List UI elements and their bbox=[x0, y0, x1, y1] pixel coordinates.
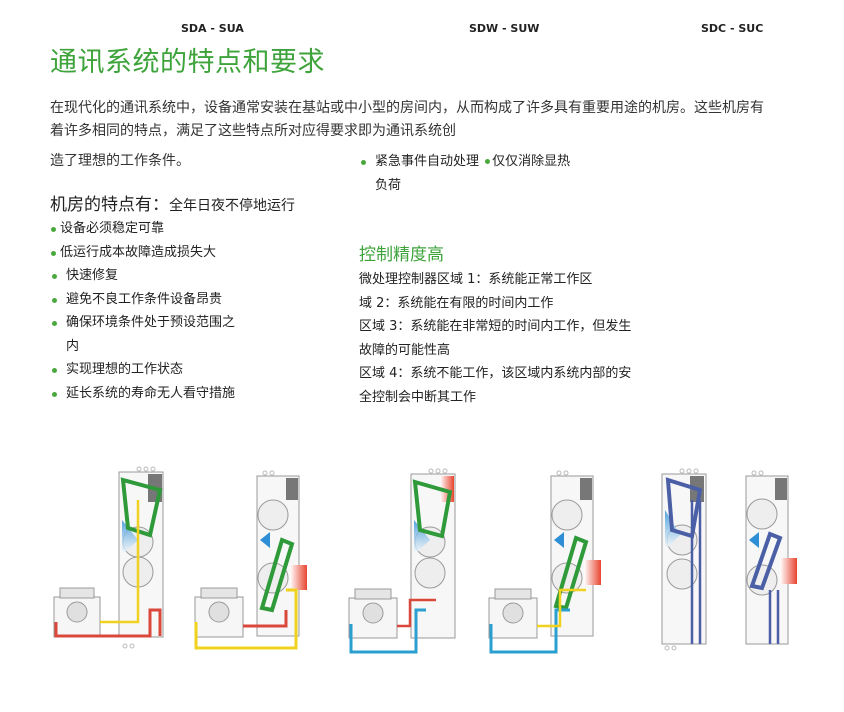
intro-paragraph: 在现代化的通讯系统中，设备通常安装在基站或中小型的房间内，从而构成了许多具有重要… bbox=[50, 100, 764, 139]
list-item-text: 低运行成本故障造成损失大 bbox=[60, 244, 217, 260]
list-item: 避免不良工作条件设备昂贵 bbox=[50, 288, 260, 312]
outdoor-unit bbox=[488, 588, 538, 639]
intro-continuation: 造了理想的工作条件。 bbox=[50, 153, 190, 169]
indoor-unit bbox=[550, 475, 601, 637]
list-item-text: 紧急事件自动处理 bbox=[375, 154, 480, 169]
indoor-unit bbox=[256, 475, 307, 637]
features-list: 设备必须稳定可靠 低运行成本故障造成损失大 快速修复 避免不良工作条件设备昂贵 … bbox=[50, 217, 260, 405]
indoor-unit bbox=[410, 473, 456, 639]
model-label-sda-sua: SDA - SUA bbox=[181, 22, 244, 35]
list-item-text: 快速修复 bbox=[66, 268, 119, 283]
list-item: 紧急事件自动处理 仅仅消除显热 负荷 bbox=[359, 150, 589, 197]
outdoor-unit bbox=[348, 588, 398, 639]
right-top-list: 紧急事件自动处理 仅仅消除显热 负荷 bbox=[359, 150, 589, 197]
control-line: 区域 4：系统不能工作，该区域内系统内部的安 bbox=[359, 366, 632, 381]
control-line: 域 2：系统能在有限的时间内工作 bbox=[359, 295, 554, 311]
list-item: 快速修复 bbox=[50, 264, 260, 288]
features-heading: 机房的特点有：全年日夜不停地运行 bbox=[50, 190, 295, 215]
control-line: 微处理控制器区域 1：系统能正常工作区 bbox=[359, 272, 593, 287]
model-label-sdw-suw: SDW - SUW bbox=[469, 22, 540, 35]
list-item-text: 延长系统的寿命无人看守措施 bbox=[66, 385, 236, 401]
control-body: 微处理控制器区域 1：系统能正常工作区 域 2：系统能在有限的时间内工作 区域 … bbox=[359, 268, 649, 409]
features-heading-text: 机房的特点有： bbox=[50, 195, 169, 215]
model-label-sdc-suc: SDC - SUC bbox=[701, 22, 764, 35]
control-heading: 控制精度高 bbox=[359, 245, 444, 265]
features-subheading: 全年日夜不停地运行 bbox=[169, 198, 295, 214]
units-diagram bbox=[53, 466, 797, 654]
indoor-unit bbox=[118, 471, 164, 638]
indoor-unit bbox=[661, 473, 707, 645]
inline-bullet-icon bbox=[485, 159, 491, 164]
control-line: 全控制会中断其工作 bbox=[359, 389, 477, 405]
list-item: 延长系统的寿命无人看守措施 bbox=[50, 382, 260, 406]
list-item-text: 设备必须稳定可靠 bbox=[60, 221, 165, 236]
list-item-text: 实现理想的工作状态 bbox=[66, 362, 184, 377]
indoor-unit bbox=[745, 475, 797, 645]
list-item-text: 确保环境条件处于预设范围之 bbox=[66, 315, 236, 330]
list-item-continuation: 内 bbox=[66, 338, 80, 354]
outdoor-unit bbox=[53, 587, 101, 638]
list-item: 确保环境条件处于预设范围之内 bbox=[50, 311, 260, 358]
list-item: 低运行成本故障造成损失大 bbox=[50, 241, 260, 265]
control-line: 故障的可能性高 bbox=[359, 342, 451, 358]
list-item: 实现理想的工作状态 bbox=[50, 358, 260, 382]
list-item: 设备必须稳定可靠 bbox=[50, 217, 260, 241]
list-item-text: 避免不良工作条件设备昂贵 bbox=[66, 291, 223, 307]
outdoor-unit bbox=[194, 587, 244, 638]
list-item-text: 仅仅消除显热 bbox=[492, 154, 571, 169]
page-title: 通讯系统的特点和要求 bbox=[50, 47, 325, 78]
list-item-continuation: 负荷 bbox=[375, 177, 402, 193]
vent-marks bbox=[122, 466, 764, 651]
control-line: 区域 3：系统能在非常短的时间内工作，但发生 bbox=[359, 319, 632, 334]
